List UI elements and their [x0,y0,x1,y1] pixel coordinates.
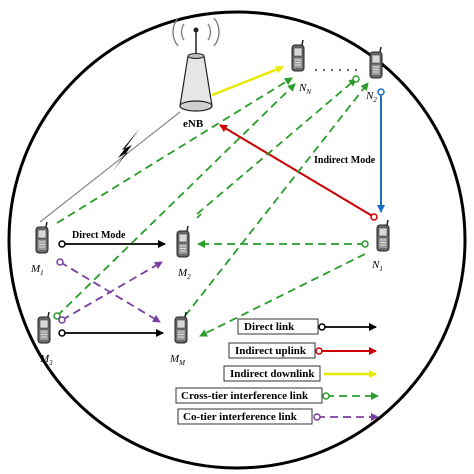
nn-label: NN [298,82,311,96]
enb-label: eNB [183,118,204,130]
m1-label: M1 [30,263,44,277]
legend-item-indirect-downlink: Indirect downlink [223,365,377,382]
phone-nn-icon [291,39,305,72]
enb-tower-icon [172,17,220,112]
legend-item-co-tier: Co-tier interference link [177,408,379,425]
cell-boundary [7,10,467,470]
svg-text:Direct link: Direct link [244,321,295,333]
phone-m1-icon [35,221,49,254]
indirect-downlink [211,65,284,97]
phone-m3-icon [37,311,51,344]
m3-label: M3 [39,353,53,367]
phone-mm-icon [174,311,188,344]
cross-tier-n1-mm [199,253,366,337]
cross-tier-m2-n2 [196,78,357,215]
legend-item-direct: Direct link [237,318,377,335]
svg-text:Co-tier interference link: Co-tier interference link [183,411,298,423]
enb-m1-link [39,111,181,223]
direct-mode-label: Direct Mode [72,230,126,241]
svg-text:Indirect downlink: Indirect downlink [230,368,315,380]
svg-text:Indirect uplink: Indirect uplink [235,345,307,357]
indirect-mode-label: Indirect Mode [314,155,376,166]
cross-tier-mm-n2 [184,82,369,317]
mm-label: MM [169,353,186,367]
m2-label: M2 [177,267,191,281]
co-tier-m3-m2 [61,261,163,321]
phone-n1-icon [376,219,390,252]
n1-label: N1 [371,259,383,273]
svg-text:Cross-tier interference link: Cross-tier interference link [181,390,309,402]
legend-item-cross-tier: Cross-tier interference link [175,387,379,404]
cross-tier-m3-nn [56,83,296,317]
phone-m2-icon [176,225,190,258]
indirect-uplink [219,124,375,218]
phone-n2-icon [369,46,383,79]
n2-label: N2 [365,90,377,104]
legend: Direct link Indirect uplink Indirect dow… [175,318,379,425]
cross-tier-m1-nn [56,77,293,224]
legend-item-indirect-uplink: Indirect uplink [228,342,377,359]
links-layer [39,65,385,337]
lightning-icon [112,128,140,172]
